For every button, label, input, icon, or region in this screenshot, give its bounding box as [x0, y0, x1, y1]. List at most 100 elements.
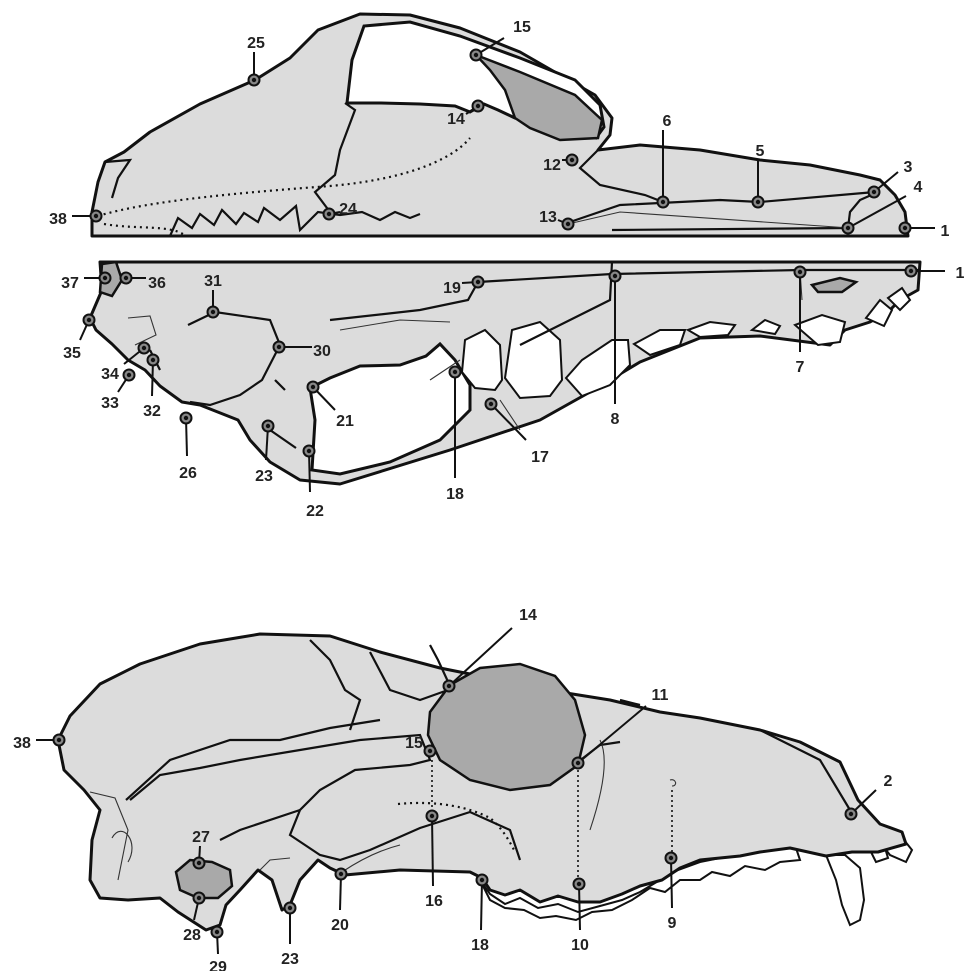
landmark-label: 13: [539, 209, 557, 226]
landmark-point-center: [124, 276, 128, 280]
landmark-label: 38: [13, 735, 31, 752]
landmark-point-center: [453, 370, 457, 374]
landmark-label: 9: [668, 915, 677, 932]
landmark-point-center: [103, 276, 107, 280]
landmark-point-center: [474, 53, 478, 57]
landmark-label: 20: [331, 917, 349, 934]
landmark-label: 30: [313, 343, 331, 360]
landmark-point-center: [903, 226, 907, 230]
landmark-label: 14: [519, 607, 537, 624]
landmark-label: 15: [513, 19, 531, 36]
landmark-label: 16: [425, 893, 443, 910]
landmark-label: 23: [281, 951, 299, 968]
landmark-point-center: [430, 814, 434, 818]
landmark-label: 29: [209, 959, 227, 971]
landmark-point-center: [909, 269, 913, 273]
landmark-label: 14: [447, 111, 465, 128]
landmark-m35: 35: [63, 315, 94, 363]
landmark-point-center: [211, 310, 215, 314]
landmark-b29: 29: [209, 927, 227, 971]
landmark-label: 10: [571, 937, 589, 954]
landmark-label: 33: [101, 395, 119, 412]
landmark-point-center: [428, 749, 432, 753]
landmark-point-center: [266, 424, 270, 428]
landmark-label: 27: [192, 829, 210, 846]
landmark-label: 18: [446, 486, 464, 503]
landmark-label: 37: [61, 275, 79, 292]
landmark-point-center: [661, 200, 665, 204]
middle-tooth-2: [505, 322, 562, 398]
landmark-label: 26: [179, 465, 197, 482]
landmark-point-center: [94, 214, 98, 218]
landmark-point-center: [87, 318, 91, 322]
landmark-point-center: [184, 416, 188, 420]
landmark-label: 32: [143, 403, 161, 420]
landmark-point-center: [480, 878, 484, 882]
landmark-point-center: [566, 222, 570, 226]
landmark-point-center: [151, 358, 155, 362]
landmark-point-center: [307, 449, 311, 453]
landmark-point-center: [872, 190, 876, 194]
landmark-point-center: [142, 346, 146, 350]
landmark-point-center: [577, 882, 581, 886]
bottom-canine: [826, 855, 864, 925]
landmark-point-center: [669, 856, 673, 860]
landmark-point-center: [197, 861, 201, 865]
landmark-label: 23: [255, 468, 273, 485]
landmark-b20: 20: [331, 869, 349, 935]
landmark-label: 5: [756, 143, 765, 160]
landmark-m26: 26: [179, 413, 197, 483]
landmark-label: 15: [405, 735, 423, 752]
landmark-label: 31: [204, 273, 222, 290]
landmark-point-center: [327, 212, 331, 216]
landmark-point-center: [447, 684, 451, 688]
landmark-leader-line: [481, 880, 482, 930]
landmark-point-center: [215, 930, 219, 934]
landmark-b23: 23: [281, 903, 299, 969]
landmark-label: 8: [611, 411, 620, 428]
landmark-point-center: [613, 274, 617, 278]
landmark-point-center: [277, 345, 281, 349]
landmark-point-center: [489, 402, 493, 406]
landmark-label: 11: [652, 687, 669, 704]
landmark-point-center: [311, 385, 315, 389]
landmark-point-center: [476, 104, 480, 108]
landmark-point-center: [197, 896, 201, 900]
landmark-point-center: [288, 906, 292, 910]
landmark-point-center: [849, 812, 853, 816]
landmark-label: 4: [914, 179, 923, 196]
landmark-point-center: [846, 226, 850, 230]
landmark-point-center: [127, 373, 131, 377]
landmark-label: 1: [956, 265, 965, 282]
landmark-label: 28: [183, 927, 201, 944]
landmark-leader-line: [671, 858, 672, 908]
landmark-label: 19: [443, 280, 461, 297]
landmark-point-center: [476, 280, 480, 284]
landmark-label: 34: [101, 366, 119, 383]
landmark-label: 18: [471, 937, 489, 954]
landmark-label: 6: [663, 113, 672, 130]
landmark-point-center: [756, 200, 760, 204]
landmark-label: 22: [306, 503, 324, 520]
landmark-label: 1: [941, 223, 950, 240]
landmark-b38: 38: [13, 735, 64, 753]
landmark-leader-line: [432, 816, 433, 886]
landmark-label: 12: [543, 157, 561, 174]
landmark-label: 36: [148, 275, 166, 292]
landmark-label: 25: [247, 35, 265, 52]
landmark-point-center: [57, 738, 61, 742]
landmark-point-center: [570, 158, 574, 162]
landmark-point-center: [252, 78, 256, 82]
landmark-label: 17: [531, 449, 549, 466]
landmark-label: 38: [49, 211, 67, 228]
landmark-point-center: [798, 270, 802, 274]
landmark-point-center: [576, 761, 580, 765]
landmark-label: 2: [884, 773, 893, 790]
landmark-label: 35: [63, 345, 81, 362]
landmark-label: 21: [336, 413, 354, 430]
top-skull-outline: [92, 14, 908, 236]
landmark-label: 3: [904, 159, 913, 176]
top-view: [92, 14, 908, 236]
